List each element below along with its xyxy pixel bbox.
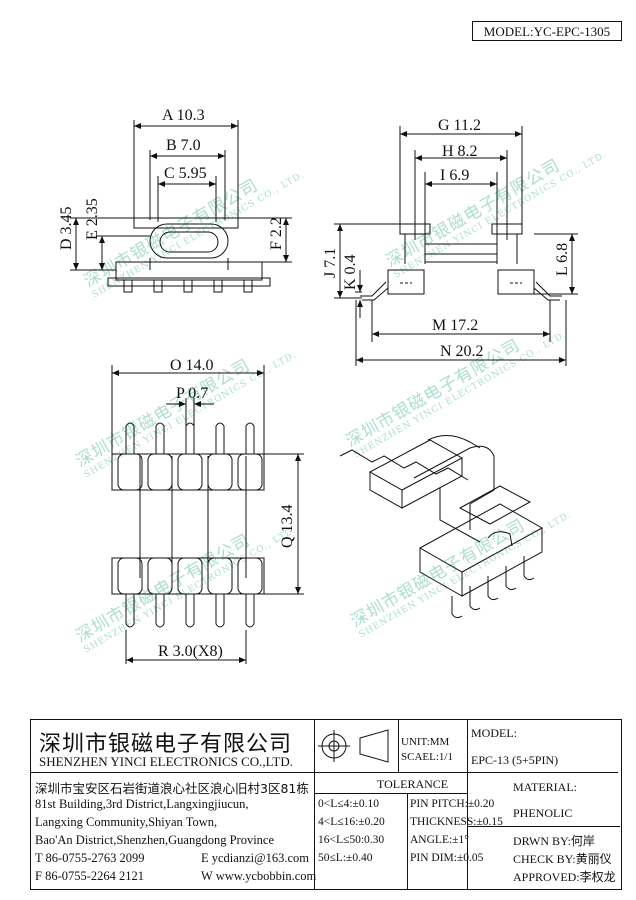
tolerance-row: 0<L≤4:±0.10	[318, 798, 379, 810]
tolerance-row: 4<L≤16:±0.20	[318, 816, 385, 828]
dim-n: N 20.2	[440, 343, 484, 360]
material-header: MATERIAL:	[513, 780, 577, 794]
dim-h: H 8.2	[442, 143, 478, 160]
dim-f: F 2.2	[268, 217, 285, 250]
tolerance-row: 50≤L:±0.40	[318, 852, 373, 864]
dim-g: G 11.2	[438, 117, 481, 134]
dim-a: A 10.3	[162, 107, 205, 124]
company-name-cn: 深圳市银磁电子有限公司	[39, 732, 293, 757]
checked-by: CHECK BY:黄丽仪	[513, 852, 612, 866]
address-en-3: Bao'An District,Shenzhen,Guangdong Provi…	[35, 833, 275, 847]
dim-j: J 7.1	[322, 248, 339, 278]
address-en-1: 81st Building,3rd District,Langxingjiucu…	[35, 797, 249, 811]
pin-spec-row: ANGLE:±1°	[410, 834, 469, 846]
dim-p: P 0.7	[176, 385, 208, 402]
front-oval-window	[149, 223, 229, 259]
model-header: MODEL:	[471, 726, 517, 740]
pin-spec-row: THICKNESS:±0.15	[410, 816, 503, 828]
approved-by: APPROVED:李权龙	[513, 870, 616, 884]
model-value: EPC-13 (5+5PIN)	[471, 753, 559, 767]
tolerance-row: 16<L≤50:0.30	[318, 834, 385, 846]
drawn-by: DRWN BY:何岸	[513, 834, 595, 848]
side-view	[334, 126, 578, 366]
title-block: 深圳市银磁电子有限公司 SHENZHEN YINCI ELECTRONICS C…	[30, 719, 622, 890]
dim-l: L 6.8	[554, 243, 571, 276]
dim-c: C 5.95	[164, 165, 207, 182]
dim-k: K 0.4	[342, 254, 359, 290]
dim-d: D 3.45	[58, 206, 75, 250]
projection-symbol-icon	[318, 729, 389, 763]
front-view	[70, 120, 292, 293]
front-flange-top	[133, 217, 239, 229]
company-name-en: SHENZHEN YINCI ELECTRONICS CO.,LTD.	[39, 754, 293, 769]
dim-e: E 2.35	[84, 198, 101, 240]
dim-i: I 6.9	[440, 167, 469, 184]
dim-r: R 3.0(X8)	[158, 643, 223, 660]
email: E ycdianzi@163.com	[201, 851, 310, 865]
dimension-labels: A 10.3 B 7.0 C 5.95 D 3.45 E 2.35 F 2.2 …	[58, 107, 571, 660]
website: W www.ycbobbin.com	[201, 869, 317, 883]
dim-q: Q 13.4	[279, 504, 296, 548]
model-label: MODEL:YC-EPC-1305	[472, 21, 622, 41]
address-cn: 深圳市宝安区石岩街道浪心社区浪心旧村3区81栋	[35, 781, 309, 796]
dim-o: O 14.0	[170, 357, 214, 374]
tolerance-header: TOLERANCE	[377, 777, 449, 791]
dim-b: B 7.0	[166, 137, 201, 154]
address-en-2: Langxing Community,Shiyan Town,	[35, 815, 218, 829]
pin-spec-row: PIN PITCH:±0.20	[410, 798, 495, 810]
phone: T 86-0755-2763 2099	[35, 851, 145, 865]
fax: F 86-0755-2264 2121	[35, 869, 145, 883]
material-value: PHENOLIC	[513, 806, 573, 820]
dim-m: M 17.2	[432, 317, 478, 334]
pin-spec-row: PIN DIM:±0.05	[410, 852, 484, 864]
unit-label: UNIT:MM	[401, 736, 450, 748]
scale-label: SCAEL:1/1	[401, 751, 453, 763]
isometric-view	[339, 435, 544, 619]
bottom-view	[111, 365, 304, 664]
